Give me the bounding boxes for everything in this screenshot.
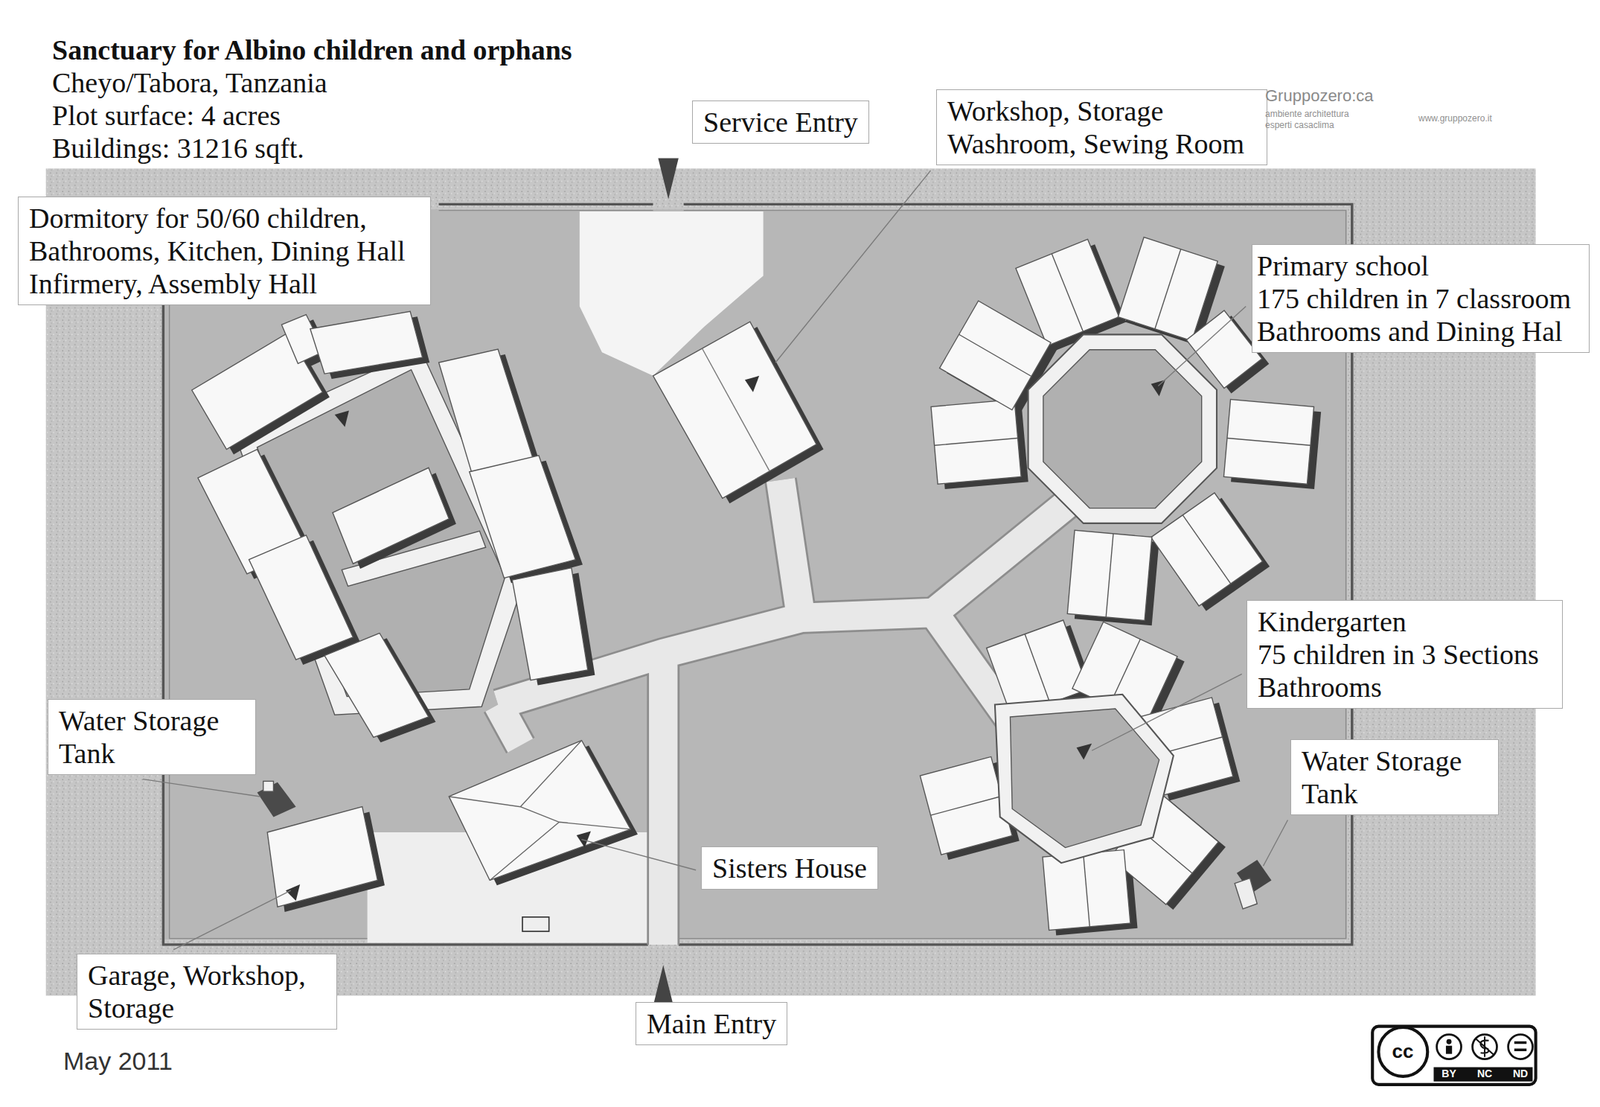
water-tank — [1234, 859, 1272, 909]
by-icon — [1437, 1034, 1462, 1059]
callout-text: 175 children in 7 classroom Bathrooms an… — [1256, 282, 1585, 348]
cc-circle — [1378, 1026, 1428, 1077]
building-callout: Kindergarten75 children in 3 Sections Ba… — [1246, 599, 1563, 709]
date-note: May 2011 — [63, 1045, 173, 1076]
building-callout: Garage, Workshop, Storage — [76, 953, 338, 1030]
school-courtyard — [1043, 349, 1202, 509]
car-symbol — [522, 916, 550, 931]
by-icon — [1445, 1045, 1452, 1054]
license-badge-text: ND — [1512, 1067, 1528, 1080]
building-roof — [448, 740, 631, 881]
badge-frame — [1372, 1026, 1536, 1085]
boundary-wall — [169, 210, 1347, 939]
nd-icon — [1514, 1042, 1527, 1051]
nc-icon — [1475, 1035, 1495, 1056]
path-surface — [497, 480, 1072, 945]
water-tank — [257, 780, 297, 817]
callout-text: 75 children in 3 Sections Bathrooms — [1257, 637, 1552, 704]
tank-callout: Water Storage Tank — [1290, 738, 1499, 815]
footpaths — [497, 480, 1072, 945]
callout-text: Water Storage Tank — [1301, 744, 1488, 810]
entrance-marker — [744, 375, 760, 393]
leader-line — [1157, 306, 1246, 387]
kindergarten-corridor — [994, 694, 1174, 863]
plan-title: Sanctuary for Albino children and orphan… — [52, 33, 573, 67]
callout-text: Garage, Workshop, Storage — [87, 958, 326, 1024]
building-callout: Sisters House — [701, 846, 879, 890]
watermark: www.gruppozero.it — [1418, 113, 1493, 125]
callout-text: Water Storage Tank — [58, 704, 245, 770]
by-icon — [1446, 1038, 1452, 1045]
entry-callout: Service Entry — [692, 100, 870, 144]
license-badge — [1372, 1026, 1536, 1085]
workshop-building — [653, 321, 824, 504]
boundary-wall — [162, 203, 1352, 945]
callout-text: Service Entry — [703, 105, 859, 139]
tank-callout: Water Storage Tank — [47, 698, 256, 775]
entrance-marker — [1076, 743, 1093, 760]
subtitle-line: Plot surface: 4 acres — [52, 98, 281, 132]
entrance-marker — [1151, 379, 1166, 396]
callout-text: Workshop, Storage Washroom, Sewing Room — [947, 94, 1257, 160]
building-roof — [919, 619, 1233, 931]
dormitory — [192, 311, 596, 742]
school-corridor — [1028, 334, 1217, 524]
building-roof — [267, 806, 378, 907]
leader-line — [142, 779, 261, 797]
kindergarten — [919, 619, 1240, 935]
callout-text: Kindergarten — [1257, 605, 1552, 638]
callout-text: Sisters House — [712, 851, 867, 885]
entry-arrow — [657, 158, 678, 200]
roof-ridge — [701, 348, 769, 472]
garage-building — [267, 806, 385, 912]
subtitle-line: Buildings: 31216 sqft. — [52, 131, 305, 165]
building-callout: Dormitory for 50/60 children, Bathrooms,… — [17, 196, 431, 306]
leader-line — [1091, 673, 1243, 751]
entry-callout: Main Entry — [635, 1001, 788, 1045]
subtitle-line: Cheyo/Tabora, Tanzania — [52, 66, 328, 99]
tank-top — [1234, 878, 1257, 909]
badge-strip — [1433, 1067, 1533, 1082]
entrance-marker — [576, 831, 591, 848]
path-edge — [497, 480, 1072, 945]
leader-line — [775, 170, 931, 363]
callout-text: Dormitory for 50/60 children, Bathrooms,… — [29, 201, 420, 300]
building-callout: Primary school175 children in 7 classroo… — [1251, 244, 1590, 353]
watermark: ambiente architettura esperti casaclima — [1265, 108, 1377, 131]
tank-top — [263, 780, 274, 792]
license-badge-text: cc — [1392, 1040, 1414, 1062]
nc-icon — [1472, 1034, 1498, 1059]
building-roof — [192, 311, 588, 737]
watermark: Gruppozero:ca — [1265, 86, 1374, 106]
hip-roof-lines — [448, 740, 631, 881]
license-badge-text: BY — [1441, 1067, 1456, 1080]
callout-text: Primary school — [1256, 249, 1585, 283]
sisters-house — [448, 740, 638, 932]
license-badge-text: NC — [1477, 1067, 1493, 1080]
entrance-marker — [334, 410, 350, 427]
leader-line — [581, 839, 697, 870]
nd-icon — [1508, 1034, 1534, 1059]
building-callout: Workshop, Storage Washroom, Sewing Room — [936, 89, 1268, 166]
kindergarten-courtyard — [1009, 708, 1159, 848]
entry-arrow — [653, 964, 674, 1006]
leader-line — [1263, 820, 1289, 867]
building-roof — [653, 321, 817, 498]
leader-line — [173, 890, 291, 950]
plot-ground — [162, 209, 1347, 940]
callout-text: Main Entry — [646, 1006, 777, 1040]
